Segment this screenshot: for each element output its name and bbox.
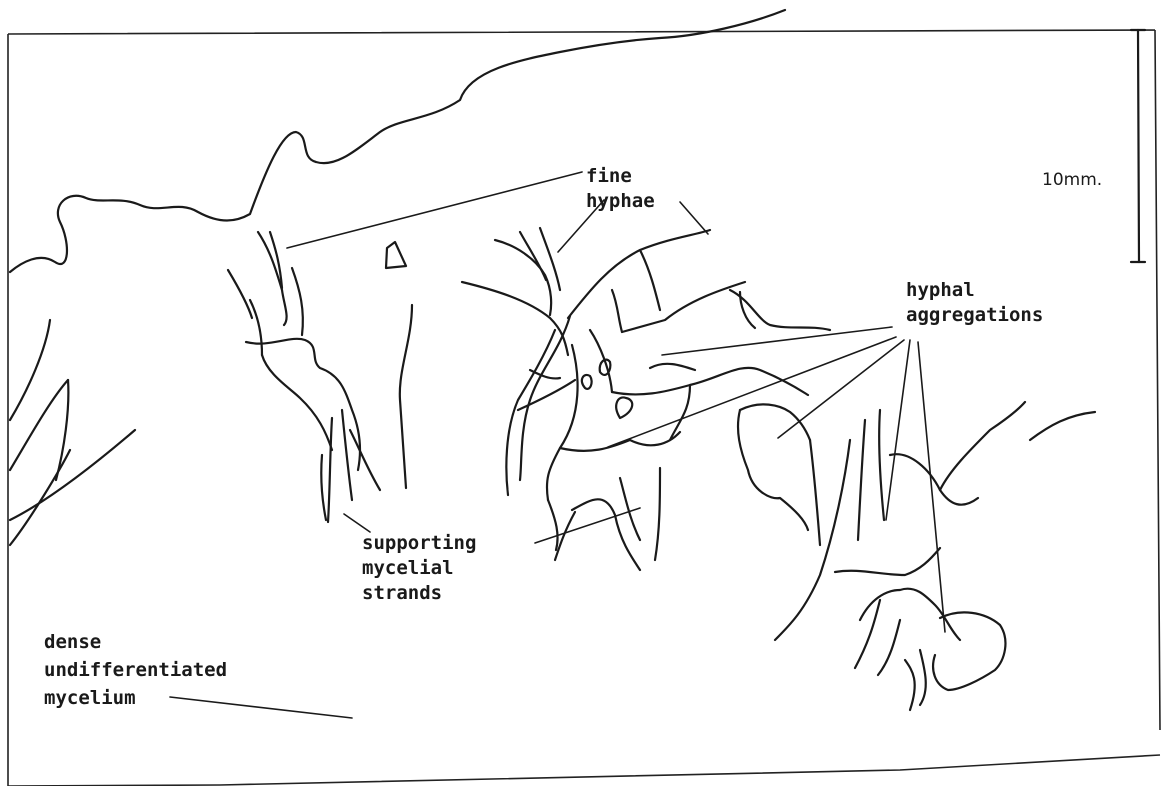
label-hyphal-aggregations: hyphal aggregations [906, 278, 1043, 328]
colony-margin [10, 10, 785, 272]
scale-bar-label: 10mm. [1042, 170, 1102, 190]
leader-fine-hyphae-3 [680, 202, 708, 234]
label-supporting-strands: supporting mycelial strands [362, 531, 476, 606]
leader-aggregations-2 [608, 337, 896, 447]
label-supporting-strands-line2: mycelial [362, 556, 476, 581]
scale-bar [1131, 30, 1145, 262]
leader-supporting-2 [535, 508, 640, 543]
label-fine-hyphae: fine hyphae [586, 164, 655, 214]
label-dense-mycelium-line3: mycelium [44, 684, 227, 712]
label-fine-hyphae-line1: fine [586, 164, 655, 189]
label-supporting-strands-line3: strands [362, 581, 476, 606]
left-hyphae [10, 320, 135, 545]
fine-hyphae-left [228, 232, 412, 522]
leader-lines [170, 172, 945, 718]
label-dense-mycelium-line1: dense [44, 628, 227, 656]
leader-supporting-1 [344, 514, 370, 532]
label-dense-mycelium-line2: undifferentiated [44, 656, 227, 684]
central-hyphae [462, 228, 830, 570]
leader-fine-hyphae-1 [287, 172, 582, 248]
right-hyphae [738, 402, 1095, 710]
label-hyphal-aggregations-line2: aggregations [906, 303, 1043, 328]
leader-aggregations-4 [886, 340, 910, 520]
label-hyphal-aggregations-line1: hyphal [906, 278, 1043, 303]
leader-aggregations-1 [662, 327, 892, 355]
label-dense-mycelium: dense undifferentiated mycelium [44, 628, 227, 712]
label-supporting-strands-line1: supporting [362, 531, 476, 556]
label-fine-hyphae-line2: hyphae [586, 189, 655, 214]
